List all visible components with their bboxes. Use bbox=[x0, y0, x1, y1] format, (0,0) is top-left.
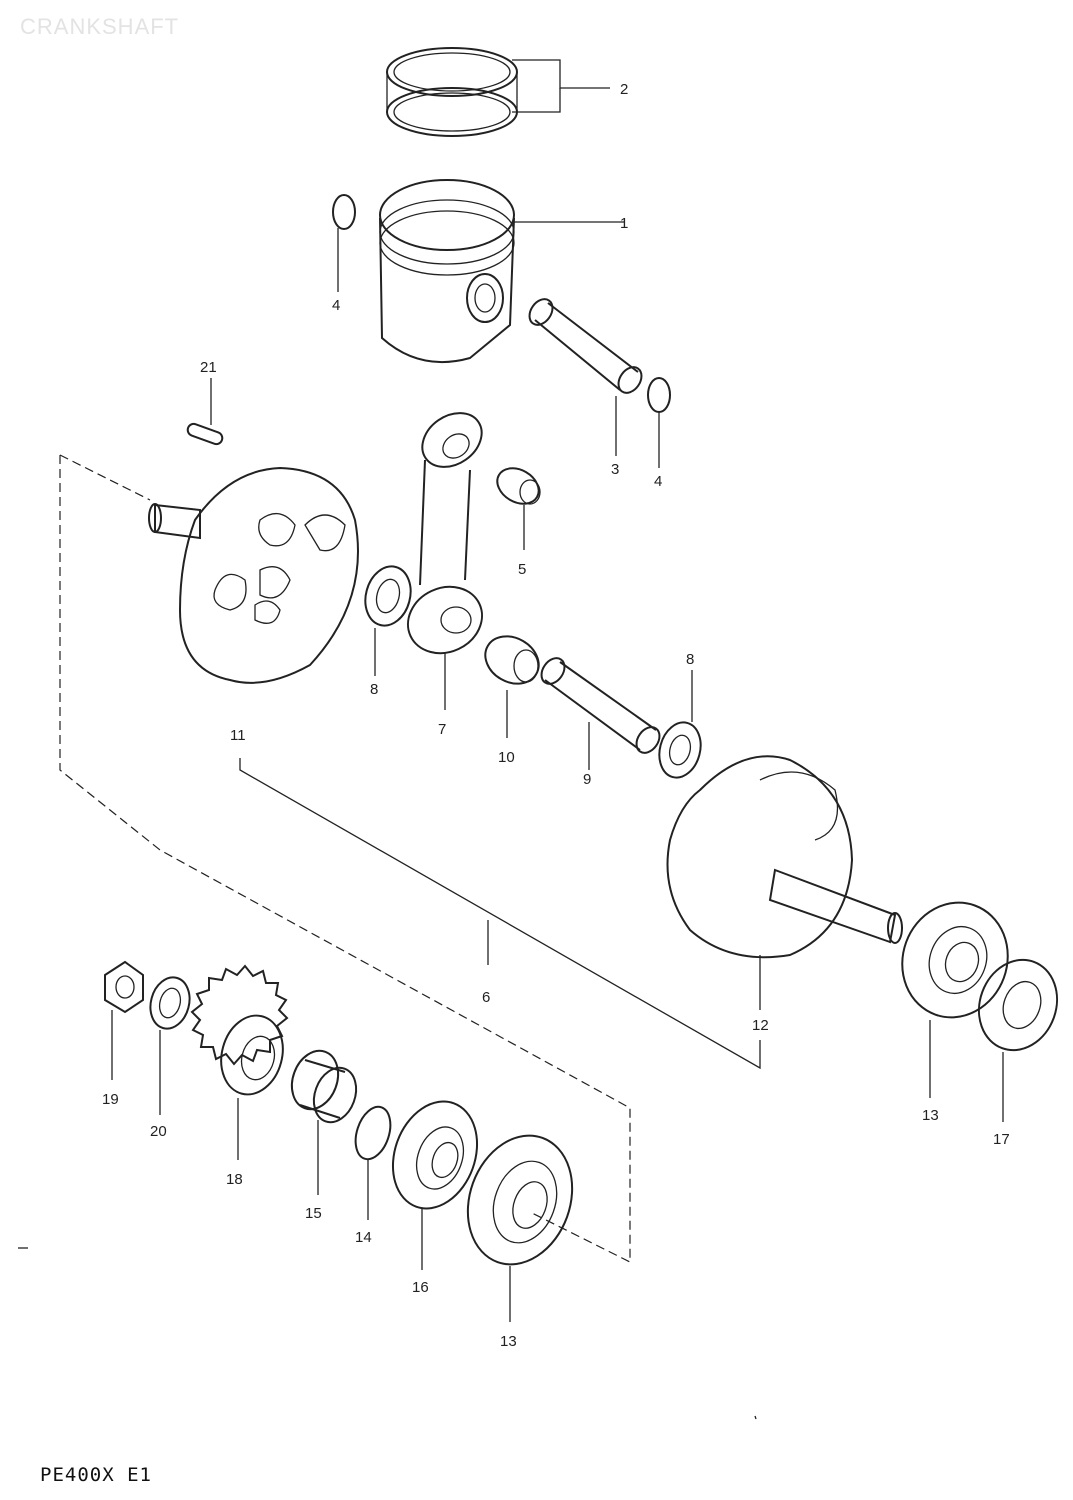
callout-8-left: 8 bbox=[370, 681, 378, 698]
callout-21: 21 bbox=[200, 359, 217, 376]
small-end-bearing bbox=[496, 467, 541, 550]
callout-8-right: 8 bbox=[686, 651, 694, 668]
big-end-bearing bbox=[484, 635, 540, 738]
callout-4-right: 4 bbox=[654, 473, 662, 490]
woodruff-key bbox=[186, 378, 224, 446]
crank-half-right bbox=[666, 755, 903, 1010]
circlip-left bbox=[332, 194, 356, 292]
assembly-bracket bbox=[59, 454, 761, 1263]
callout-9: 9 bbox=[583, 771, 591, 788]
callout-15: 15 bbox=[305, 1205, 322, 1222]
model-code: PE400X E1 bbox=[40, 1464, 152, 1486]
callout-19: 19 bbox=[102, 1091, 119, 1108]
callout-5: 5 bbox=[518, 561, 526, 578]
piston bbox=[379, 179, 625, 364]
connecting-rod bbox=[407, 412, 483, 710]
callout-1: 1 bbox=[620, 215, 628, 232]
callout-16: 16 bbox=[412, 1279, 429, 1296]
callout-2: 2 bbox=[620, 81, 628, 98]
crank-half-left bbox=[148, 466, 359, 684]
crank-pin bbox=[540, 657, 661, 770]
oil-seal bbox=[977, 958, 1059, 1122]
callout-4-left: 4 bbox=[332, 297, 340, 314]
lock-washer bbox=[149, 976, 191, 1115]
piston-rings bbox=[386, 47, 610, 137]
spacer-bush bbox=[290, 1049, 358, 1195]
callout-13-right: 13 bbox=[922, 1107, 939, 1124]
circlip-right bbox=[647, 377, 671, 468]
thrust-washer-left bbox=[364, 565, 412, 676]
main-bearing-left bbox=[466, 1134, 574, 1322]
callout-13-left: 13 bbox=[500, 1333, 517, 1350]
callout-12: 12 bbox=[752, 1017, 769, 1034]
bearing-left-inner bbox=[391, 1100, 479, 1270]
callout-18: 18 bbox=[226, 1171, 243, 1188]
callout-14: 14 bbox=[355, 1229, 372, 1246]
nut bbox=[104, 960, 144, 1080]
circlip bbox=[354, 1105, 392, 1220]
primary-drive-gear bbox=[190, 964, 289, 1160]
main-bearing-right bbox=[901, 901, 1009, 1098]
callout-3: 3 bbox=[611, 461, 619, 478]
callout-10: 10 bbox=[498, 749, 515, 766]
callout-labels: 2 1 4 4 3 21 5 8 7 10 8 9 11 6 12 13 17 … bbox=[102, 81, 1010, 1350]
margin-dot bbox=[754, 1415, 757, 1420]
callout-17: 17 bbox=[993, 1131, 1010, 1148]
piston-pin bbox=[528, 298, 643, 456]
callout-11: 11 bbox=[230, 727, 246, 744]
diagram-title: CRANKSHAFT bbox=[20, 14, 180, 39]
callout-7: 7 bbox=[438, 721, 446, 738]
callout-6: 6 bbox=[482, 989, 490, 1006]
callout-20: 20 bbox=[150, 1123, 167, 1140]
thrust-washer-right bbox=[658, 670, 702, 779]
